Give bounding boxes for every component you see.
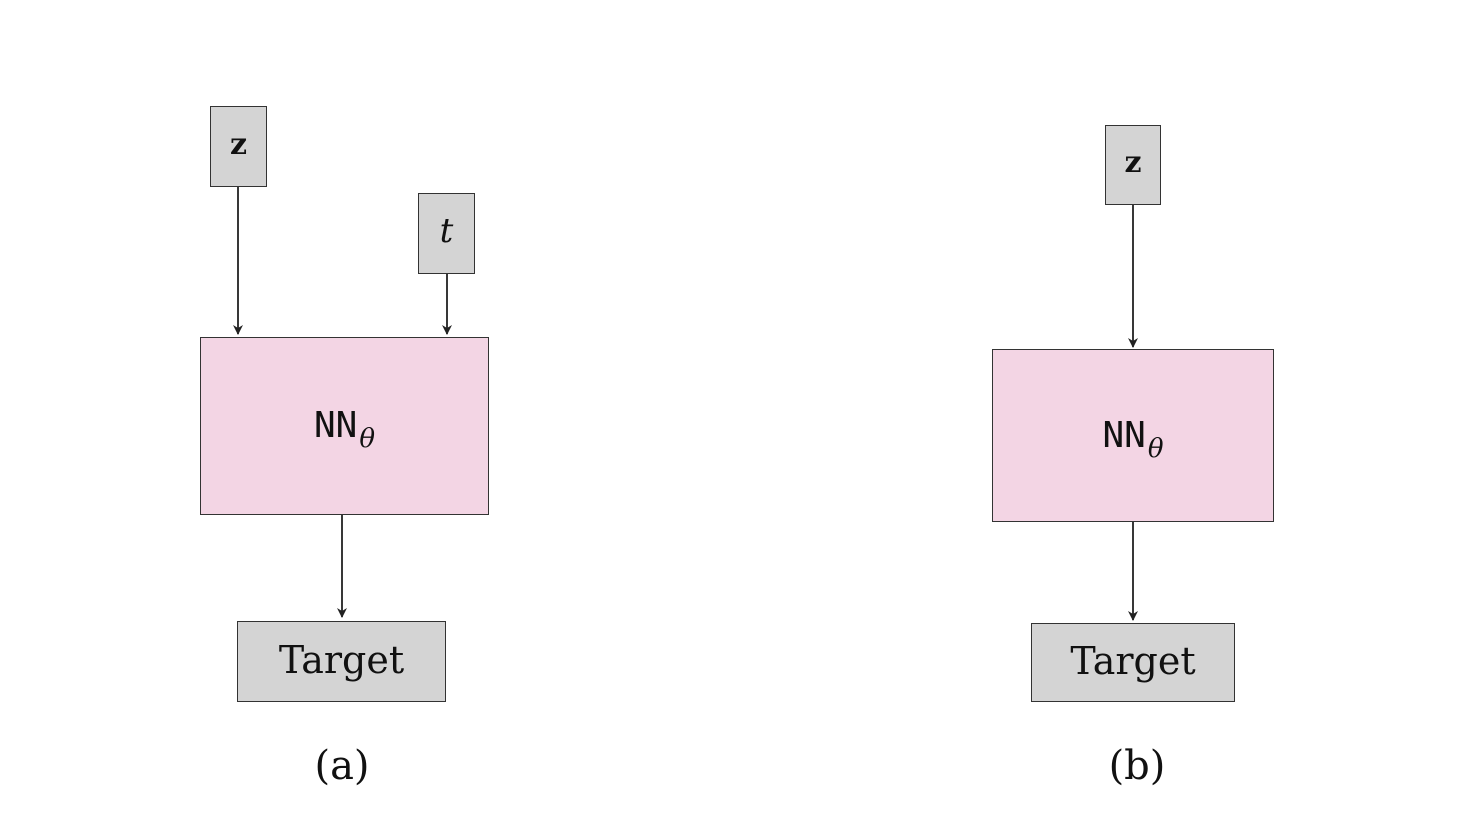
network-name-b: NN <box>1102 414 1146 456</box>
input-t-box-a: t <box>418 193 475 274</box>
input-z-label-a: z <box>229 126 248 162</box>
target-label-b: Target <box>1070 638 1196 683</box>
network-subscript-a: θ <box>359 424 375 454</box>
input-z-box-b: z <box>1105 125 1161 205</box>
input-z-label-b: z <box>1124 145 1142 180</box>
caption-b: (b) <box>1108 743 1166 789</box>
network-box-b: NN θ <box>992 349 1274 522</box>
network-label-b: NN θ <box>1102 414 1163 464</box>
target-box-a: Target <box>237 621 446 702</box>
input-t-label-a: t <box>439 210 454 251</box>
caption-a: (a) <box>314 743 370 789</box>
network-box-a: NN θ <box>200 337 489 515</box>
input-z-box-a: z <box>210 106 267 187</box>
network-label-a: NN θ <box>313 405 375 455</box>
network-name-a: NN <box>313 405 358 446</box>
network-subscript-b: θ <box>1147 433 1164 464</box>
target-box-b: Target <box>1031 623 1235 702</box>
target-label-a: Target <box>278 637 405 682</box>
